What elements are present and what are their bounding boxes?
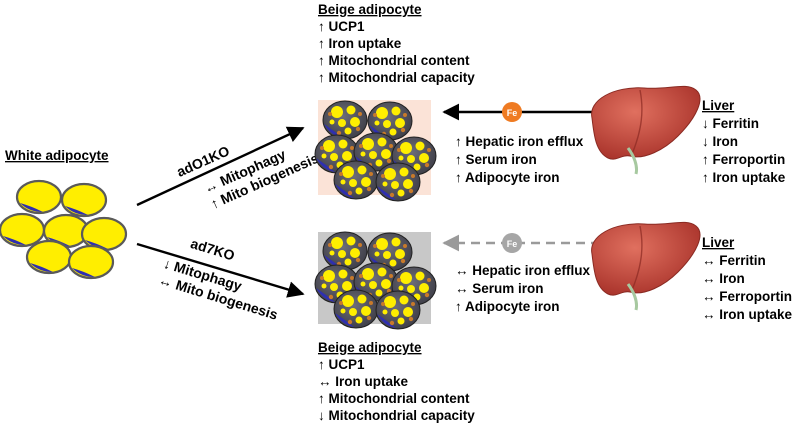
beige-cell (333, 289, 379, 329)
white-cell (60, 182, 108, 218)
white-adipocyte-cluster (0, 179, 128, 280)
beige-bottom-item: ↑ Mitochondrial content (318, 391, 470, 406)
top-iron-text: ↑ Hepatic iron efflux ↑ Serum iron ↑ Adi… (455, 134, 584, 185)
liver-top-item: ↓ Ferritin (702, 116, 759, 131)
beige-cell (375, 290, 421, 330)
beige-top-title: Beige adipocyte (318, 2, 422, 17)
white-cell (67, 244, 115, 280)
bottom-iron-item: ↑ Adipocyte iron (455, 299, 560, 314)
bottom-pathway-label: ad7KO (189, 235, 237, 264)
beige-top-text: Beige adipocyte ↑ UCP1 ↑ Iron uptake ↑ M… (318, 2, 475, 85)
liver-top-item: ↑ Iron uptake (702, 170, 786, 185)
white-cell (25, 239, 73, 275)
beige-top-item: ↑ Iron uptake (318, 36, 402, 51)
liver-bottom-item: ↔ Ferritin (702, 253, 766, 268)
beige-cell (322, 231, 368, 271)
bottom-fe-label: Fe (507, 239, 518, 249)
liver-bottom-item: ↔ Iron uptake (702, 307, 793, 322)
beige-bottom-item: ↓ Mitochondrial capacity (318, 408, 475, 423)
top-fe-icon (502, 102, 522, 122)
top-pathway-labels: adO1KO ↔ Mitophagy ↑ Mito biogenesis (174, 142, 321, 211)
top-iron-item: ↑ Serum iron (455, 152, 537, 167)
beige-top-item: ↑ Mitochondrial content (318, 53, 470, 68)
bottom-iron-item: ↔ Hepatic iron efflux (455, 263, 591, 278)
liver-bottom-item: ↔ Ferroportin (702, 289, 792, 304)
bottom-pathway-labels: ad7KO ↓ Mitophagy ↔ Mito biogenesis (157, 235, 280, 323)
top-iron-item: ↑ Hepatic iron efflux (455, 134, 584, 149)
bottom-liver-icon (590, 220, 702, 312)
beige-top-item: ↑ UCP1 (318, 19, 365, 34)
beige-top-item: ↑ Mitochondrial capacity (318, 70, 475, 85)
liver-top-title: Liver (702, 98, 735, 113)
beige-cell (375, 162, 421, 202)
top-fe-label: Fe (507, 108, 518, 118)
top-liver-icon (590, 84, 702, 176)
beige-cell (322, 100, 368, 140)
top-pathway-arrow (136, 126, 305, 207)
liver-top-text: Liver ↓ Ferritin ↓ Iron ↑ Ferroportin ↑ … (702, 98, 786, 185)
beige-bottom-item: ↑ UCP1 (318, 357, 365, 372)
top-iron-item: ↑ Adipocyte iron (455, 170, 560, 185)
bottom-iron-item: ↔ Serum iron (455, 281, 544, 296)
liver-bottom-item: ↔ Iron (702, 271, 745, 286)
liver-bottom-text: Liver ↔ Ferritin ↔ Iron ↔ Ferroportin ↔ … (702, 235, 793, 322)
white-adipocyte-title: White adipocyte (5, 148, 109, 163)
bottom-fe-icon (502, 233, 522, 253)
bottom-pathway-arrow (136, 242, 305, 298)
white-cell (0, 212, 46, 248)
liver-top-item: ↑ Ferroportin (702, 152, 785, 167)
beige-bottom-text: Beige adipocyte ↑ UCP1 ↔ Iron uptake ↑ M… (318, 340, 475, 423)
white-cell (15, 179, 63, 215)
liver-bottom-title: Liver (702, 235, 735, 250)
bottom-iron-text: ↔ Hepatic iron efflux ↔ Serum iron ↑ Adi… (455, 263, 591, 314)
beige-bottom-title: Beige adipocyte (318, 340, 422, 355)
liver-top-item: ↓ Iron (702, 134, 738, 149)
beige-cell (333, 160, 379, 200)
beige-bottom-item: ↔ Iron uptake (318, 374, 409, 389)
